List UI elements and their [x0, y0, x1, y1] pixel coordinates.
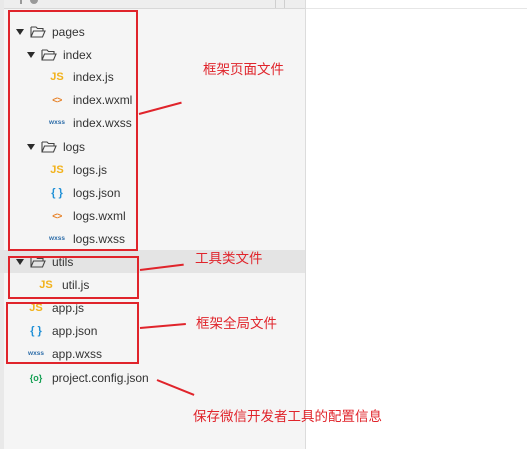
file-app-wxss[interactable]: wxss app.wxss	[28, 343, 102, 365]
folder-open-icon	[41, 49, 57, 61]
toolbar-fragment	[20, 0, 22, 4]
file-tree-panel: pages index JS index.js <> index.wxml wx…	[0, 0, 306, 449]
folder-open-icon	[30, 26, 46, 38]
annotation-box-global	[6, 302, 139, 364]
wxss-file-icon: wxss	[28, 350, 44, 357]
file-label: index.wxml	[73, 93, 133, 107]
file-label: index.js	[73, 70, 114, 84]
annotation-config: 保存微信开发者工具的配置信息	[193, 409, 382, 425]
file-label: logs.js	[73, 163, 108, 177]
chevron-down-icon[interactable]	[16, 29, 24, 35]
wxss-file-icon: wxss	[49, 119, 65, 126]
file-index-js[interactable]: JS index.js	[49, 66, 114, 88]
wxml-file-icon: <>	[52, 95, 62, 105]
js-file-icon: JS	[39, 279, 53, 291]
js-file-icon: JS	[50, 164, 64, 176]
folder-label: utils	[52, 255, 74, 269]
file-label: project.config.json	[52, 371, 149, 385]
file-logs-js[interactable]: JS logs.js	[49, 159, 107, 181]
json-file-icon: { }	[30, 325, 42, 337]
folder-logs[interactable]: logs	[27, 136, 85, 158]
folder-index[interactable]: index	[27, 44, 92, 66]
chevron-down-icon[interactable]	[27, 144, 35, 150]
annotation-box-utils	[8, 256, 139, 299]
search-icon[interactable]	[30, 0, 38, 4]
js-file-icon: JS	[29, 302, 43, 314]
panel-toolbar	[0, 0, 305, 9]
chevron-down-icon[interactable]	[16, 259, 24, 265]
file-index-wxss[interactable]: wxss index.wxss	[49, 112, 132, 134]
annotation-box-pages	[8, 10, 138, 251]
file-app-js[interactable]: JS app.js	[28, 297, 84, 319]
js-file-icon: JS	[50, 71, 64, 83]
file-util-js[interactable]: JS util.js	[38, 274, 89, 296]
annotation-global: 框架全局文件	[196, 316, 277, 332]
file-index-wxml[interactable]: <> index.wxml	[49, 89, 132, 111]
file-label: logs.wxss	[73, 232, 126, 246]
chevron-down-icon[interactable]	[27, 52, 35, 58]
wxml-file-icon: <>	[52, 211, 62, 221]
config-file-icon: {o}	[29, 373, 43, 383]
annotation-utils: 工具类文件	[195, 251, 263, 267]
file-label: logs.wxml	[73, 209, 126, 223]
selected-row-highlight	[0, 250, 305, 273]
folder-pages[interactable]: pages	[16, 21, 85, 43]
folder-label: logs	[63, 140, 86, 154]
annotation-pages: 框架页面文件	[203, 62, 284, 78]
file-label: util.js	[62, 278, 90, 292]
file-app-json[interactable]: { } app.json	[28, 320, 97, 342]
scrollbar[interactable]	[0, 0, 4, 449]
json-file-icon: { }	[51, 187, 63, 199]
file-label: index.wxss	[73, 116, 132, 130]
toolbar-divider	[275, 0, 276, 8]
toolbar-divider	[284, 0, 285, 8]
folder-open-icon	[41, 141, 57, 153]
file-label: app.js	[52, 301, 85, 315]
file-logs-json[interactable]: { } logs.json	[49, 182, 120, 204]
file-project-config[interactable]: {o} project.config.json	[28, 367, 149, 389]
folder-label: pages	[52, 25, 85, 39]
editor-area	[306, 0, 527, 449]
file-logs-wxss[interactable]: wxss logs.wxss	[49, 228, 125, 250]
file-label: app.wxss	[52, 347, 103, 361]
wxss-file-icon: wxss	[49, 235, 65, 242]
file-logs-wxml[interactable]: <> logs.wxml	[49, 205, 126, 227]
file-label: app.json	[52, 324, 98, 338]
file-label: logs.json	[73, 186, 121, 200]
folder-label: index	[63, 48, 92, 62]
editor-top-border	[306, 8, 527, 9]
